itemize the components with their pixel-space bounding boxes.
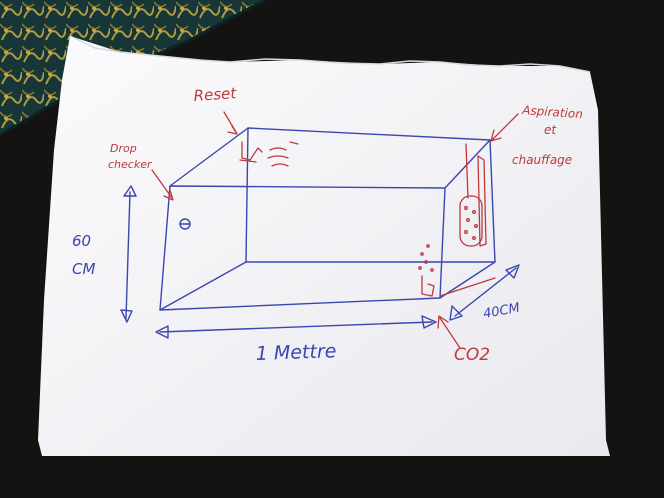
label-height-unit: CM <box>72 260 95 278</box>
label-reset: Reset <box>193 84 238 105</box>
reset-pointer <box>223 111 238 135</box>
co2-diffuser-icon <box>421 275 435 297</box>
depth-arrow-head-bottom <box>449 305 463 321</box>
length-arrow-head-left <box>155 325 169 339</box>
length-arrow-head-right <box>421 315 437 329</box>
tank-edge-bottom-left <box>159 261 247 311</box>
equipment-drawing <box>151 111 519 349</box>
tank-edge-top-left <box>169 127 249 187</box>
paper-torn-edge <box>69 35 591 73</box>
heater-icon <box>477 155 487 247</box>
label-co2: CO2 <box>454 345 490 365</box>
label-height-value: 60 <box>72 232 91 250</box>
label-chauffage: chauffage <box>512 153 572 167</box>
co2-tubing-icon <box>439 277 496 297</box>
reset-outlet-icon <box>239 141 263 163</box>
depth-arrow-line <box>454 267 517 317</box>
drop-checker-pointer <box>151 169 174 201</box>
height-arrow-line <box>125 191 131 319</box>
length-arrow-line <box>159 321 433 333</box>
aquarium-drawing <box>120 127 520 339</box>
label-et: et <box>544 123 557 137</box>
height-arrow-head-bottom <box>120 309 133 323</box>
filter-intake-icon <box>459 195 483 247</box>
height-arrow-head-top <box>123 185 137 197</box>
label-checker: checker <box>108 158 153 171</box>
label-aspiration: Aspiration <box>521 103 584 121</box>
aspiration-pointer <box>490 113 519 142</box>
co2-pointer <box>437 315 461 349</box>
tank-edge-top-right <box>444 139 491 189</box>
label-depth: 40CM <box>482 301 521 322</box>
water-flow-icon <box>267 141 299 167</box>
tank-edge-bottom-right <box>439 261 496 299</box>
filter-pipe-icon <box>465 143 469 199</box>
label-drop: Drop <box>110 142 137 155</box>
depth-arrow-head-top <box>505 264 520 279</box>
paper-sheet <box>38 36 610 456</box>
label-length: 1 Mettre <box>255 340 336 365</box>
